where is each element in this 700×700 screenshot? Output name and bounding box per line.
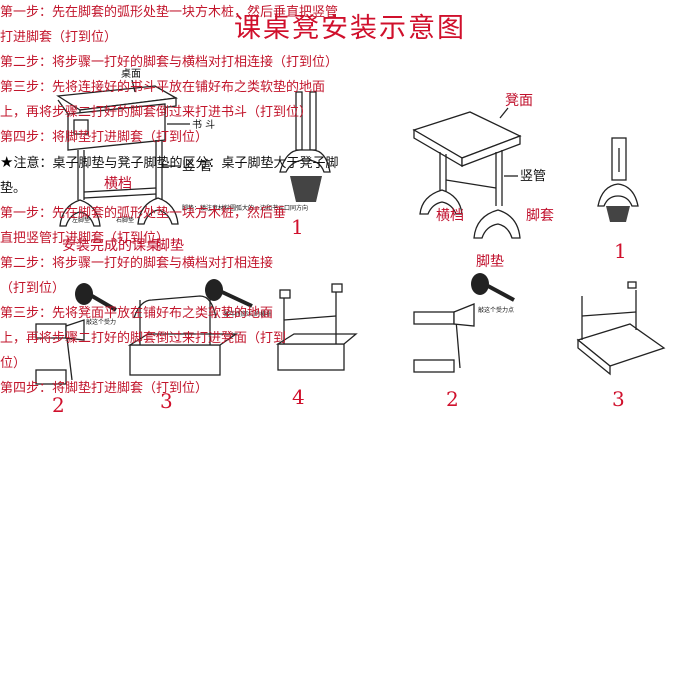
stool-post-label: 竖管 xyxy=(520,169,546,184)
stool-steps-text: 第一步：先在脚套的弧形处垫一块方木桩，然后垂直把竖管打进脚套（打到位） 第二步：… xyxy=(0,201,290,401)
stool-step1-drawing xyxy=(597,137,639,222)
stool-top-label: 凳面 xyxy=(505,93,533,109)
desk-pad-left-label: 左脚垫 xyxy=(72,216,90,224)
stool-step-1: 第一步：先在脚套的弧形处垫一块方木桩，然后垂直把竖管打进脚套（打到位） xyxy=(0,206,287,246)
desk-drawer-label: 书 斗 xyxy=(192,119,215,131)
stool-step-2: 第二步：将步骤一打好的脚套与横档对打相连接（打到位） xyxy=(0,256,274,296)
stool-step-4: 第四步：将脚垫打进脚套（打到位） xyxy=(0,381,209,396)
desk-step-number-4: 4 xyxy=(292,385,305,409)
desk-step2-drawing xyxy=(35,283,118,385)
assembly-drawings: 桌面 书 斗 竖 管 横档 左脚垫 右脚垫 脚垫：镇注意材料圆弧大的一边和书斗口… xyxy=(35,67,666,417)
desk-step3-drawing xyxy=(127,279,253,376)
desk-done-label: 安装完成的课桌 xyxy=(62,238,160,254)
desk-pad-right-label: 右脚垫 xyxy=(116,216,134,224)
desk-foot-note: 脚垫：镇注意材料圆弧大的一边和书斗口同方向 xyxy=(182,204,308,212)
page-title: 课桌凳安装示意图 xyxy=(234,13,466,44)
stool-step2-drawing xyxy=(413,273,515,373)
desk-step4-drawing xyxy=(275,283,358,371)
desk-step1-drawing xyxy=(279,91,331,202)
desk-rail-label: 横档 xyxy=(104,176,132,192)
desk-top-label: 桌面 xyxy=(121,67,141,80)
desk-hammer1-label: 敲这个受力 xyxy=(86,318,116,326)
stool-step3-drawing xyxy=(576,281,666,376)
desk-step-3: 第三步：先将连接好的书斗平放在铺好布之类软垫的地面上，再将步骤二打好的脚套倒过来… xyxy=(0,80,326,120)
stool-foot-label: 脚垫 xyxy=(476,254,504,270)
desk-post-label: 竖 管 xyxy=(182,159,212,174)
desk-step-4: 第四步：将脚垫打进脚套（打到位） xyxy=(0,130,209,145)
desk-foot-label: 脚垫 xyxy=(156,238,184,254)
desk-note: ★注意：桌子脚垫与凳子脚垫的区分：桌子脚垫大于凳子脚垫。 xyxy=(0,153,339,196)
stool-step-3: 第三步：先将凳面平放在铺好布之类软垫的地面上，再将步骤二打好的脚套倒过来打进凳面… xyxy=(0,306,287,371)
desk-hammer2-label: 敲中间部位的横档 xyxy=(224,310,272,318)
stool-hammer1-label: 敲这个受力点 xyxy=(478,306,514,314)
stool-assembled-drawing xyxy=(412,111,522,239)
desk-step-number-2: 2 xyxy=(52,393,65,417)
desk-step-1: 第一步：先在脚套的弧形处垫一块方木桩，然后垂直把竖管打进脚套（打到位） xyxy=(0,5,339,45)
desk-assembled-drawing xyxy=(56,85,179,227)
star-icon: ★ xyxy=(0,153,14,171)
stool-step-number-3: 3 xyxy=(612,387,625,411)
desk-step-number-3: 3 xyxy=(160,389,173,413)
desk-steps-text: 第一步：先在脚套的弧形处垫一块方木桩，然后垂直把竖管打进脚套（打到位） 第二步：… xyxy=(0,0,340,201)
stool-sleeve-label: 脚套 xyxy=(526,208,554,224)
stool-step-number-2: 2 xyxy=(446,387,459,411)
desk-step-2: 第二步：将步骤一打好的脚套与横档对打相连接（打到位） xyxy=(0,55,339,70)
stool-rail-label: 横档 xyxy=(436,208,464,224)
desk-step-number-1: 1 xyxy=(291,215,304,239)
stool-step-number-1: 1 xyxy=(614,239,627,263)
